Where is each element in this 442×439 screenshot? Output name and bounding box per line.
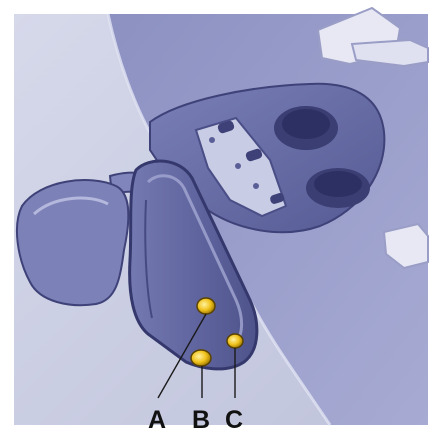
indicator-light-b-icon	[191, 350, 211, 366]
indicator-light-a-icon	[197, 298, 215, 314]
callout-label-c: C	[225, 406, 243, 434]
indicator-light-c-icon	[227, 334, 243, 348]
callout-label-a: A	[148, 406, 166, 434]
callout-label-b: B	[192, 406, 210, 434]
